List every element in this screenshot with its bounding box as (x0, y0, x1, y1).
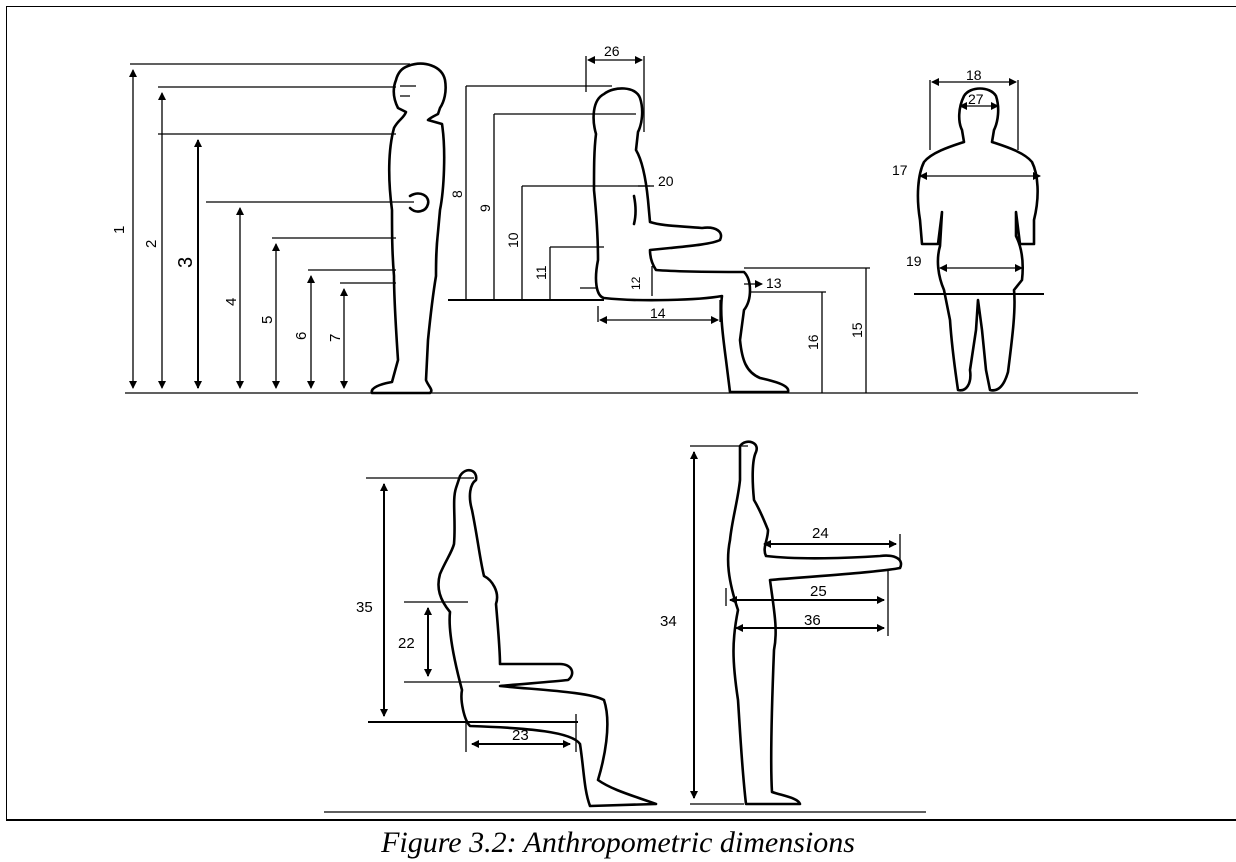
dim-label-25: 25 (810, 583, 827, 600)
seated-front-figure (914, 87, 1044, 392)
seated-reach-figure (368, 468, 658, 808)
dim-label-11: 11 (533, 265, 549, 280)
dim-label-27: 27 (968, 91, 984, 107)
figure-caption: Figure 3.2: Anthropometric dimensions (381, 826, 855, 859)
dim-label-20: 20 (658, 173, 674, 189)
standing-figure (370, 62, 447, 395)
dim-label-1: 1 (111, 226, 128, 234)
dim-label-35: 35 (356, 599, 373, 616)
dim-label-10: 10 (505, 232, 521, 248)
dim-label-24: 24 (812, 525, 829, 542)
dim-label-34: 34 (660, 613, 677, 630)
dim-label-14: 14 (650, 305, 666, 321)
seated-figure (448, 87, 790, 394)
dim-label-9: 9 (477, 204, 493, 212)
seated-dimension-lines (465, 56, 870, 393)
dim-label-23: 23 (512, 727, 529, 744)
dim-label-2: 2 (143, 240, 160, 248)
seated-front-dimension-lines (919, 78, 1041, 272)
anthropometric-diagram: 1 2 3 4 5 6 7 8 9 10 11 12 13 14 (111, 43, 1138, 813)
dim-label-22: 22 (398, 635, 415, 652)
dim-label-15: 15 (849, 322, 865, 338)
dim-label-3: 3 (175, 257, 197, 268)
figure-frame (6, 6, 1236, 821)
dim-label-36: 36 (804, 612, 821, 629)
seated-reach-dimension-lines (366, 477, 577, 752)
standing-reach-figure (324, 440, 926, 813)
dim-label-6: 6 (293, 332, 310, 340)
dim-label-17: 17 (892, 162, 908, 178)
dim-label-8: 8 (449, 190, 465, 198)
dim-label-19: 19 (906, 253, 922, 269)
dim-label-18: 18 (966, 67, 982, 83)
dim-label-7: 7 (327, 334, 344, 342)
dim-label-5: 5 (259, 316, 276, 324)
dim-label-4: 4 (223, 298, 240, 306)
dim-label-12: 12 (629, 276, 643, 290)
dim-label-13: 13 (766, 275, 782, 291)
dim-label-26: 26 (604, 43, 620, 59)
dim-label-16: 16 (805, 334, 821, 350)
standing-dimension-lines (125, 63, 1138, 394)
standing-reach-dimension-lines (690, 445, 901, 805)
